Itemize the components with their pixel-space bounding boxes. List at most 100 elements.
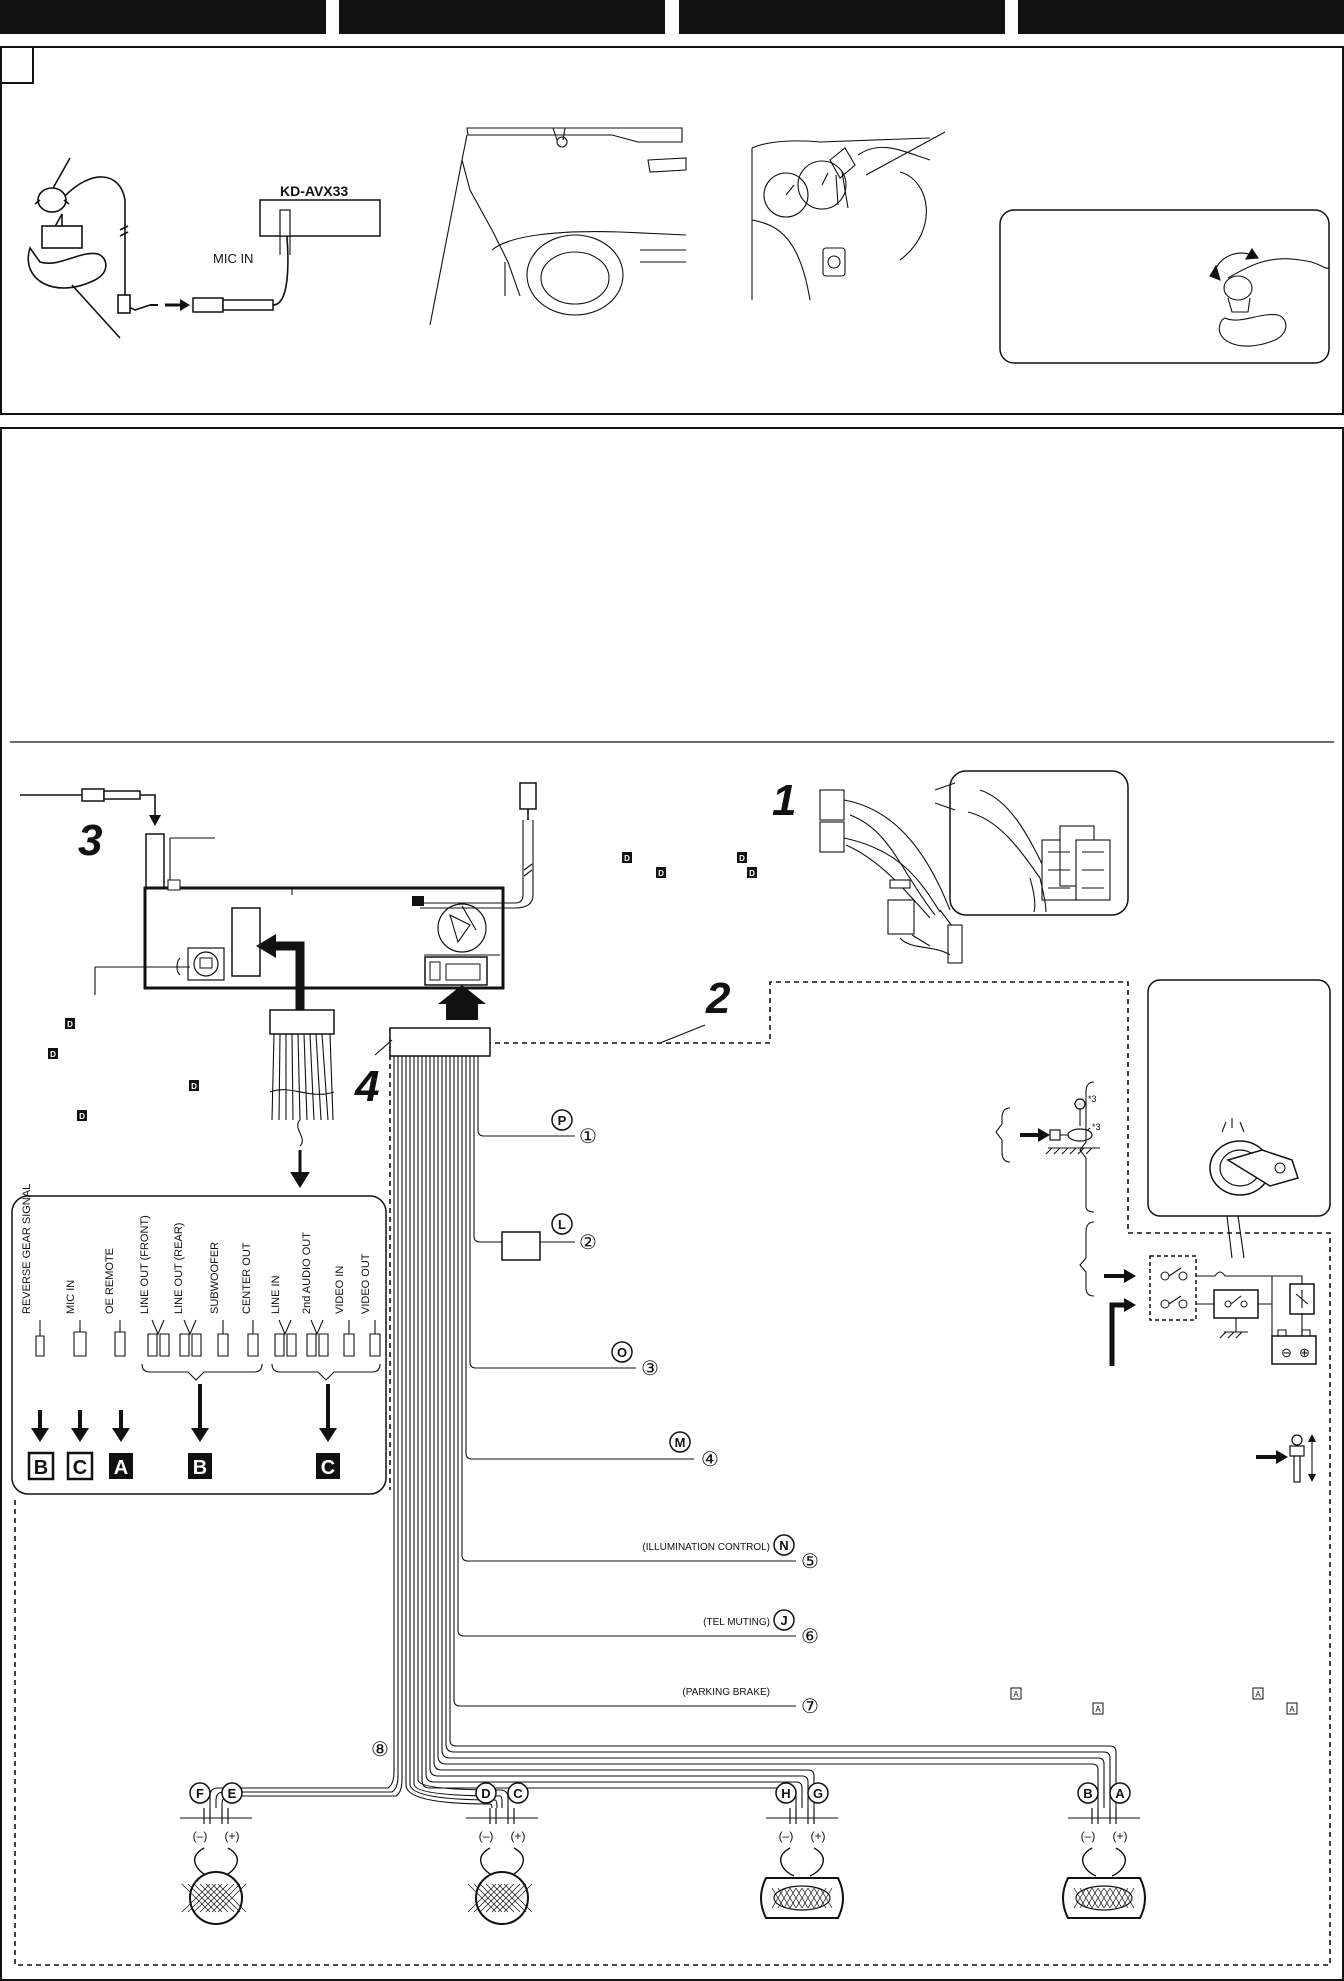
ref-letter-d: D xyxy=(749,869,755,878)
connection-number: ① xyxy=(579,1126,597,1148)
outputs-box xyxy=(11,1195,387,1495)
speaker-mesh xyxy=(503,1883,533,1913)
target-b-2: B xyxy=(193,1457,207,1479)
speaker-mesh xyxy=(181,1883,211,1913)
power-antenna-icon xyxy=(1256,1434,1316,1483)
connection-letter: J xyxy=(780,1613,787,1628)
speaker-neg-letter: D xyxy=(481,1786,490,1801)
ref-box xyxy=(622,852,632,863)
speaker-mesh xyxy=(795,1887,809,1909)
speaker-mesh xyxy=(187,1883,217,1913)
output-label: OE REMOTE xyxy=(104,1248,116,1314)
speaker-cone xyxy=(475,1871,529,1925)
ref-letter-a: A xyxy=(1095,1705,1101,1714)
speaker-minus: (–) xyxy=(193,1829,208,1843)
ref-letter-d: D xyxy=(67,1020,73,1029)
dashboard-sketch xyxy=(751,131,946,301)
speaker-plus: (+) xyxy=(811,1829,826,1843)
battery-plus: ⊕ xyxy=(1299,1345,1310,1360)
speaker-mesh xyxy=(819,1887,833,1909)
connection-letter-circle xyxy=(611,1341,633,1363)
ref-box xyxy=(1252,1687,1264,1700)
harness-number: ⑧ xyxy=(371,1739,389,1761)
speaker-pos-letter: E xyxy=(228,1786,237,1801)
speaker-mesh xyxy=(1121,1887,1135,1909)
harness-arrow-up xyxy=(438,985,486,1020)
speaker-plus: (+) xyxy=(225,1829,240,1843)
speaker-pos-circle xyxy=(221,1782,243,1804)
speaker-pos-letter: A xyxy=(1115,1786,1125,1801)
connection-label: (TEL MUTING) xyxy=(703,1617,770,1628)
speaker-minus: (–) xyxy=(779,1829,794,1843)
speaker-mesh xyxy=(199,1883,229,1913)
speaker: H G (–) (+) xyxy=(760,1782,844,1919)
harness-detail-box xyxy=(949,770,1129,916)
ref-box xyxy=(747,867,757,878)
wire-cutter-detail xyxy=(967,789,1111,913)
speaker-mesh xyxy=(783,1887,797,1909)
wiring-harness-icon xyxy=(819,782,963,964)
speaker-lead xyxy=(1082,1847,1126,1877)
ground-lug-note: *3 xyxy=(1092,1122,1101,1132)
speaker-mesh xyxy=(1097,1887,1111,1909)
leader-line xyxy=(1237,1215,1245,1259)
speaker-mesh xyxy=(789,1887,803,1909)
ref-box xyxy=(1010,1687,1022,1700)
output-arrows xyxy=(31,1384,337,1442)
ref-box xyxy=(189,1080,199,1091)
speaker-neg-circle xyxy=(475,1782,497,1804)
ref-letter-d: D xyxy=(739,854,745,863)
harness-wires xyxy=(209,1056,1117,1809)
step-number-2: 2 xyxy=(705,974,731,1023)
speaker-mesh xyxy=(467,1883,497,1913)
step-number-4: 4 xyxy=(354,1062,379,1111)
speaker-mesh xyxy=(777,1887,791,1909)
output-label: CENTER OUT xyxy=(241,1242,253,1314)
speaker-lead xyxy=(489,1808,515,1824)
connection-label: (PARKING BRAKE) xyxy=(682,1687,770,1698)
connection-letter-circle xyxy=(669,1431,691,1453)
leader-line xyxy=(659,1024,706,1044)
windshield-sketch xyxy=(429,127,687,326)
output-bundle xyxy=(269,1009,335,1188)
ref-box xyxy=(656,867,666,878)
speaker-pos-circle xyxy=(807,1782,829,1804)
microphone-icon xyxy=(27,157,151,339)
ground-screw-note: *3 xyxy=(1088,1094,1097,1104)
speaker-pos-circle xyxy=(1109,1782,1131,1804)
output-label: LINE IN xyxy=(270,1275,282,1314)
speaker-pos-letter: G xyxy=(813,1786,823,1801)
mic-panel xyxy=(0,46,1344,415)
connection-number: ⑦ xyxy=(801,1696,819,1718)
speaker-mesh xyxy=(771,1887,785,1909)
output-cable-arrow xyxy=(256,934,305,1010)
speaker-mesh xyxy=(801,1887,815,1909)
speaker-neg-circle xyxy=(1077,1782,1099,1804)
output-label: LINE OUT (REAR) xyxy=(173,1223,185,1314)
target-b: B xyxy=(34,1457,48,1479)
speaker-mesh xyxy=(205,1883,235,1913)
ref-letter-d: D xyxy=(624,854,630,863)
speaker-lead xyxy=(780,1847,824,1877)
head-unit-rear xyxy=(143,837,505,990)
ref-letter-d: D xyxy=(50,1050,56,1059)
ref-box xyxy=(1092,1702,1104,1715)
speaker-minus: (–) xyxy=(479,1829,494,1843)
speaker-pos-circle xyxy=(507,1782,529,1804)
leader-line xyxy=(1226,1215,1233,1259)
output-label: 2nd AUDIO OUT xyxy=(301,1232,313,1314)
ref-box xyxy=(77,1110,87,1121)
speaker-mesh xyxy=(193,1883,223,1913)
connection-number: ③ xyxy=(641,1358,659,1380)
power-schematic xyxy=(1079,1081,1317,1366)
speaker-plus: (+) xyxy=(511,1829,526,1843)
main-harness-connector xyxy=(389,1027,491,1057)
mic-holder-icon xyxy=(1209,247,1330,347)
ignition-key-icon xyxy=(1209,1118,1299,1196)
ref-letter-d: D xyxy=(79,1112,85,1121)
speaker-neg-letter: H xyxy=(781,1786,790,1801)
ground-icon xyxy=(995,1098,1100,1163)
connection-number: ② xyxy=(579,1232,597,1254)
